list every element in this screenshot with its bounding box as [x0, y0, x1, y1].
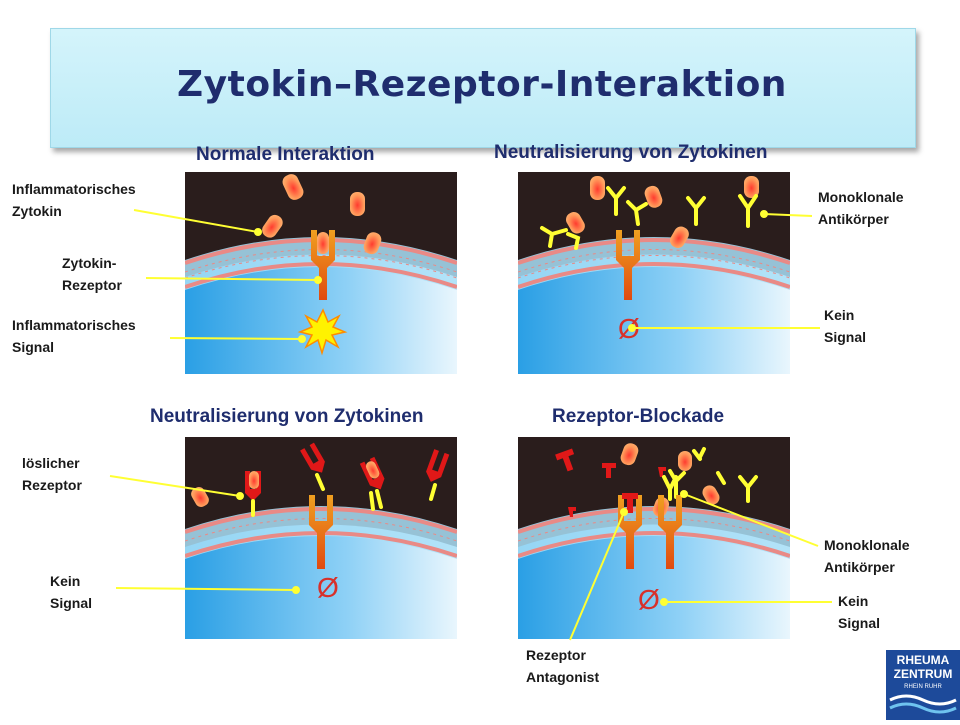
panel-neutral-bottom: Ø [185, 437, 457, 639]
panel-blockade: Ø [518, 437, 790, 639]
panel-title-normal: Normale Interaktion [196, 144, 375, 165]
label-kein-signal-bottom-right: Kein Signal [838, 593, 881, 631]
panel-title-neutral-bottom: Neutralisierung von Zytokinen [150, 406, 424, 427]
svg-text:ZENTRUM: ZENTRUM [894, 667, 953, 681]
no-signal-symbol-top: Ø [618, 313, 640, 344]
label-zytokin-rezeptor: Zytokin- Rezeptor [62, 255, 122, 293]
panel-title-neutral-top: Neutralisierung von Zytokinen [494, 142, 768, 163]
svg-text:RHEUMA: RHEUMA [897, 653, 950, 667]
label-inflammatorisches-signal: Inflammatorisches Signal [12, 317, 136, 355]
rheuma-zentrum-logo: RHEUMA ZENTRUM RHEIN RUHR [886, 650, 960, 720]
panel-normal [185, 172, 457, 374]
panel-neutral-top: Ø [518, 172, 790, 374]
label-kein-signal-top: Kein Signal [824, 307, 867, 345]
page-title: Zytokin–Rezeptor-Interaktion [177, 64, 787, 105]
svg-text:RHEIN RUHR: RHEIN RUHR [904, 684, 942, 690]
label-rezeptor-antagonist: Rezeptor Antagonist [526, 647, 600, 685]
no-signal-symbol-bottom-right: Ø [638, 584, 660, 615]
label-kein-signal-bottom-left: Kein Signal [50, 573, 93, 611]
panel-title-blockade: Rezeptor-Blockade [552, 406, 725, 427]
label-monoklonale-top: Monoklonale Antikörper [818, 189, 904, 227]
label-monoklonale-bottom: Monoklonale Antikörper [824, 537, 910, 575]
label-inflammatorisches-zytokin: Inflammatorisches Zytokin [12, 181, 136, 219]
no-signal-symbol-bottom-left: Ø [317, 572, 339, 603]
title-banner [50, 28, 916, 148]
label-loeslicher-rezeptor: löslicher Rezeptor [22, 455, 82, 493]
